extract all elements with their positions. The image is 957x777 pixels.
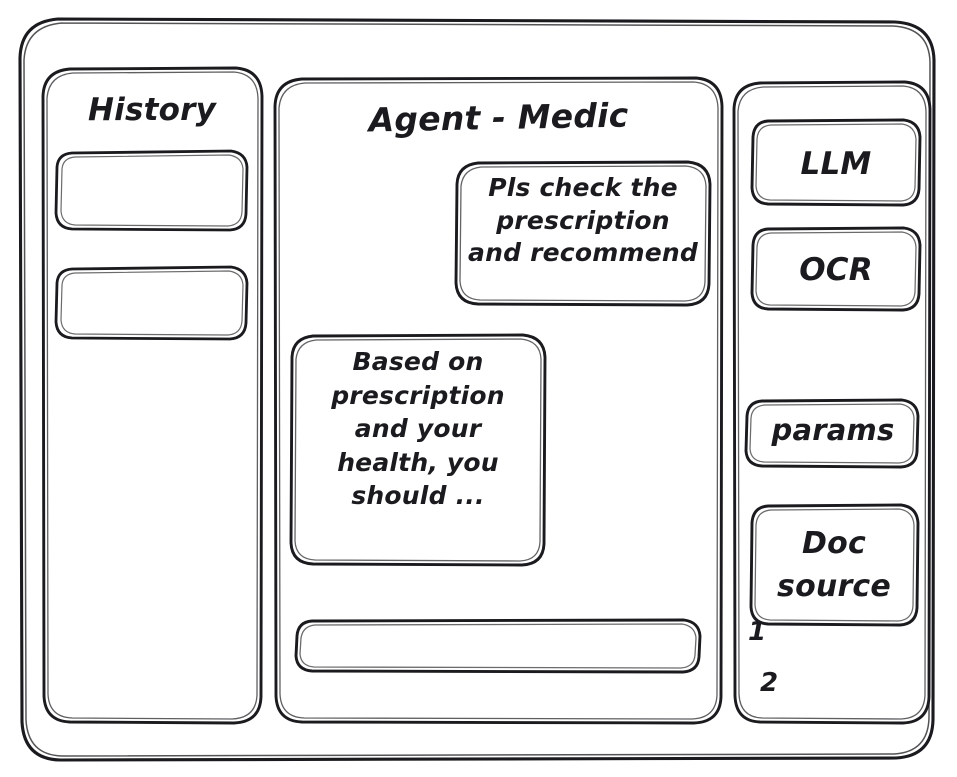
doc-source-button-outline bbox=[749, 503, 920, 627]
llm-button-outline bbox=[750, 118, 922, 207]
history-panel-outline bbox=[41, 66, 264, 725]
history-item-1-outline bbox=[54, 149, 249, 232]
user-message-bubble-outline bbox=[454, 160, 712, 307]
ocr-button-outline bbox=[750, 226, 922, 312]
user-message-text: Pls check the prescription and recommend bbox=[468, 173, 698, 267]
tools-panel-outline bbox=[732, 80, 932, 725]
composer-input[interactable] bbox=[296, 620, 700, 672]
history-item-2[interactable] bbox=[56, 267, 247, 339]
params-button-label[interactable]: params bbox=[771, 413, 895, 447]
history-panel-title: History bbox=[87, 92, 217, 128]
params-button-outline bbox=[744, 398, 920, 469]
history-item-2-outline bbox=[54, 265, 249, 341]
composer-input-outline bbox=[294, 618, 702, 674]
doc-source-item-1[interactable]: 1 bbox=[748, 617, 767, 647]
history-item-1[interactable] bbox=[56, 151, 247, 230]
agent-panel-outline bbox=[273, 76, 724, 725]
window-frame bbox=[18, 17, 936, 762]
assistant-message-bubble-outline bbox=[289, 333, 547, 567]
agent-panel-title: Agent - Medic bbox=[368, 95, 629, 140]
doc-source-button-label[interactable]: Doc source bbox=[777, 526, 891, 604]
llm-button-label[interactable]: LLM bbox=[800, 146, 872, 182]
doc-source-item-2[interactable]: 2 bbox=[760, 668, 779, 698]
ocr-button-label[interactable]: OCR bbox=[799, 252, 873, 288]
assistant-message-text: Based on prescription and your health, y… bbox=[331, 347, 505, 510]
